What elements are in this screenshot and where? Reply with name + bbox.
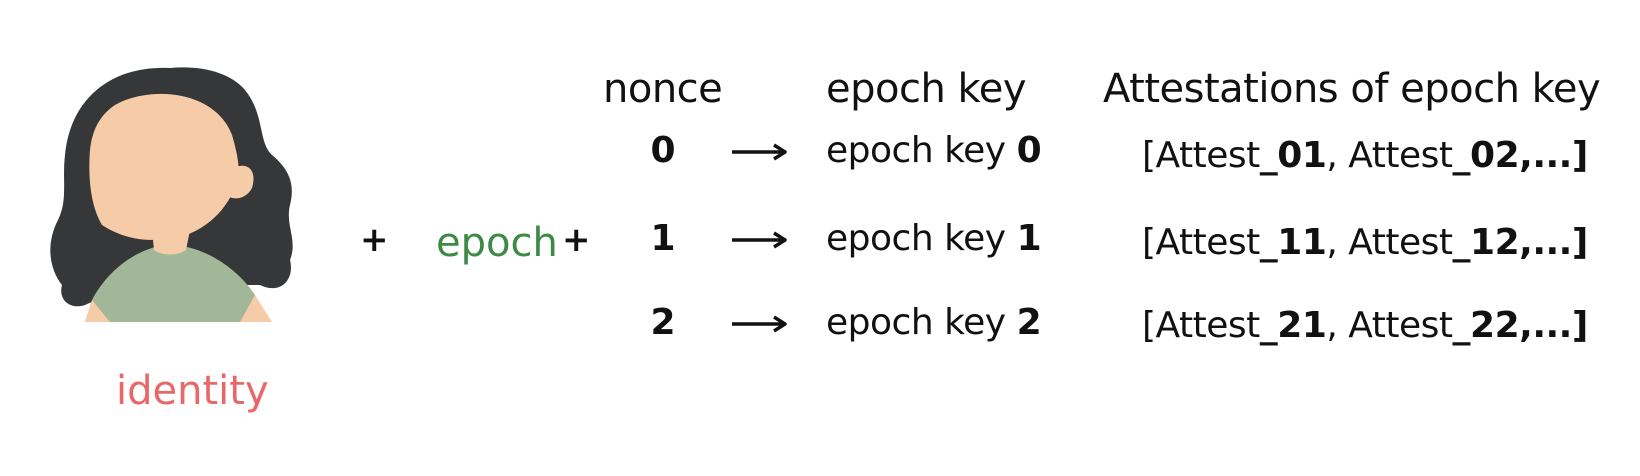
shoulder-left	[85, 300, 110, 322]
att-a: _11	[1259, 222, 1327, 263]
att-close: ,...]	[1519, 222, 1588, 263]
att-b: _02	[1452, 135, 1520, 176]
att-a: _21	[1259, 305, 1327, 346]
header-nonce: nonce	[603, 66, 723, 112]
ear-shape	[224, 165, 254, 199]
header-attestations: Attestations of epoch key	[1103, 66, 1601, 112]
face-shape	[89, 93, 239, 240]
att-mid: , Attest	[1326, 135, 1453, 176]
arrow-right-icon	[732, 231, 787, 249]
person-avatar-icon	[50, 67, 293, 322]
plus-sign-2: +	[562, 220, 591, 260]
epoch-key-prefix: epoch key	[826, 218, 1006, 259]
epoch-key-index: 0	[1016, 130, 1042, 171]
epoch-key-label: epoch key 2	[826, 302, 1042, 343]
att-open: [Attest	[1142, 305, 1260, 346]
epoch-key-index: 2	[1016, 302, 1042, 343]
shoulder-right	[240, 295, 272, 322]
nonce-value: 2	[650, 302, 676, 343]
nonce-value: 1	[650, 218, 676, 259]
attestation-list: [Attest_01, Attest_02,...]	[1142, 135, 1588, 176]
plus-sign-1: +	[360, 220, 389, 260]
epoch-key-label: epoch key 1	[826, 218, 1042, 259]
epoch-label: epoch	[436, 220, 558, 266]
att-b: _12	[1452, 222, 1520, 263]
arrow-right-icon	[732, 315, 787, 333]
att-a: _01	[1259, 135, 1327, 176]
epoch-key-prefix: epoch key	[826, 302, 1006, 343]
att-close: ,...]	[1519, 135, 1588, 176]
att-open: [Attest	[1142, 222, 1260, 263]
att-mid: , Attest	[1326, 222, 1453, 263]
attestation-list: [Attest_21, Attest_22,...]	[1142, 305, 1588, 346]
attestation-list: [Attest_11, Attest_12,...]	[1142, 222, 1588, 263]
att-close: ,...]	[1519, 305, 1588, 346]
arrow-right-icon	[732, 143, 787, 161]
shirt-shape	[85, 245, 262, 322]
att-open: [Attest	[1142, 135, 1260, 176]
att-b: _22	[1452, 305, 1520, 346]
nonce-value: 0	[650, 130, 676, 171]
identity-label: identity	[116, 368, 269, 414]
att-mid: , Attest	[1326, 305, 1453, 346]
header-epoch-key: epoch key	[826, 66, 1027, 112]
epoch-key-prefix: epoch key	[826, 130, 1006, 171]
epoch-key-label: epoch key 0	[826, 130, 1042, 171]
epoch-key-index: 1	[1016, 218, 1042, 259]
